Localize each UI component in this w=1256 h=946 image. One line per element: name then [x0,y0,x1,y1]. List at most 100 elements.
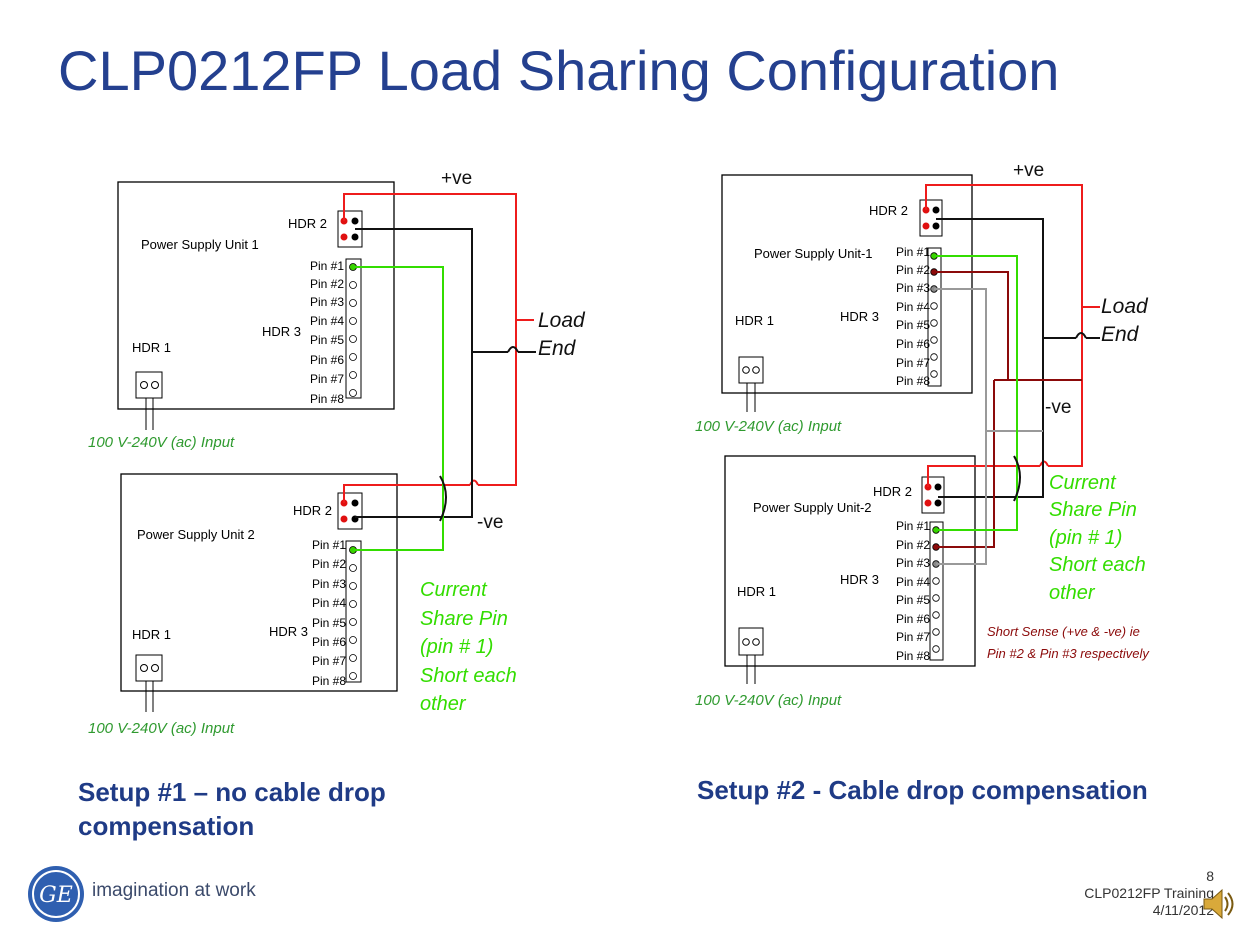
svg-text:Pin #7: Pin #7 [310,372,344,386]
svg-text:Pin #2: Pin #2 [310,277,344,291]
svg-text:Pin #2: Pin #2 [896,263,930,277]
setup1-psu1-pin-labels: Pin #1 Pin #2 Pin #3 Pin #4 Pin #5 Pin #… [310,259,344,406]
setup1-neg-label: -ve [477,512,503,533]
svg-text:Share Pin: Share Pin [420,608,508,630]
svg-text:Pin #3: Pin #3 [310,295,344,309]
svg-text:Pin #8: Pin #8 [896,649,930,663]
setup2-psu2-hdr1-label: HDR 1 [737,584,776,599]
svg-text:Pin #7: Pin #7 [896,356,930,370]
svg-text:Pin #1: Pin #1 [312,538,346,552]
svg-text:Pin #1: Pin #1 [896,519,930,533]
setup2-diagram: Power Supply Unit-1 HDR 2 HDR 3 HDR 1 Pi… [695,160,1150,709]
setup2-psu2-box [724,455,976,667]
svg-text:Pin #2 & Pin #3 respectively: Pin #2 & Pin #3 respectively [987,646,1150,661]
svg-text:Pin #1: Pin #1 [896,245,930,259]
setup1-psu2-box [120,473,398,692]
setup2-end-label: End [1101,323,1140,346]
setup1-caption-line1: Setup #1 – no cable drop [78,777,386,807]
setup1-psu2-label: Power Supply Unit 2 [137,527,255,542]
setup1-psu2-pin-holes [349,546,357,680]
svg-text:Short each: Short each [420,665,517,687]
svg-text:Pin #5: Pin #5 [310,333,344,347]
setup2-psu1-label: Power Supply Unit-1 [754,246,873,261]
svg-text:Pin #6: Pin #6 [896,337,930,351]
svg-text:Pin #4: Pin #4 [310,314,344,328]
setup1-share-note: Current Share Pin (pin # 1) Short each o… [420,579,517,715]
setup1-diagram: Power Supply Unit 1 HDR 2 HDR 3 HDR 1 Pi… [88,168,586,737]
svg-text:Share Pin: Share Pin [1049,499,1137,521]
svg-text:(pin # 1): (pin # 1) [420,636,493,658]
setup1-positive-wires [343,193,517,503]
svg-text:Current: Current [420,579,488,601]
setup1-psu2-hdr3-label: HDR 3 [269,624,308,639]
svg-text:Pin #6: Pin #6 [310,353,344,367]
svg-text:Pin #4: Pin #4 [896,575,930,589]
setup2-psu2-pin-labels: Pin #1 Pin #2 Pin #3 Pin #4 Pin #5 Pin #… [896,519,930,663]
svg-text:Pin #5: Pin #5 [312,616,346,630]
setup2-psu1-hdr3-label: HDR 3 [840,309,879,324]
setup2-sense-note: Short Sense (+ve & -ve) ie Pin #2 & Pin … [987,624,1150,661]
svg-text:Pin #3: Pin #3 [312,577,346,591]
setup1-psu1-label: Power Supply Unit 1 [141,237,259,252]
page-number: 8 [1206,868,1214,884]
svg-text:Pin #4: Pin #4 [312,596,346,610]
setup2-psu1-box [721,174,973,394]
setup1-psu1-pin-holes [349,263,357,397]
tagline: imagination at work [92,880,256,901]
setup2-load-label: Load [1101,295,1149,318]
svg-text:Pin #6: Pin #6 [312,635,346,649]
setup1-psu2-hdr2-label: HDR 2 [293,503,332,518]
setup2-positive-wires [925,184,1083,487]
svg-text:Current: Current [1049,472,1117,494]
setup1-end-label: End [538,337,577,360]
svg-text:Short Sense (+ve & -ve) ie: Short Sense (+ve & -ve) ie [987,624,1140,639]
setup1-psu1-hdr3-label: HDR 3 [262,324,301,339]
svg-text:GE: GE [39,883,73,908]
setup2-psu2-hdr2-label: HDR 2 [873,484,912,499]
setup1-pos-label: +ve [441,168,472,189]
svg-text:Pin #1: Pin #1 [310,259,344,273]
svg-text:Pin #2: Pin #2 [312,557,346,571]
setup2-psu1-hdr1-label: HDR 1 [735,313,774,328]
svg-text:Pin #5: Pin #5 [896,318,930,332]
setup2-caption: Setup #2 - Cable drop compensation [697,775,1148,805]
ge-logo: GE [28,866,84,922]
setup2-pos-label: +ve [1013,160,1044,181]
svg-text:(pin # 1): (pin # 1) [1049,527,1122,549]
setup1-psu2-hdr1-label: HDR 1 [132,627,171,642]
setup1-psu1-input-label: 100 V-240V (ac) Input [88,434,235,451]
setup2-share-wires [934,255,1018,531]
setup2-psu1-input-label: 100 V-240V (ac) Input [695,418,842,435]
svg-text:Pin #8: Pin #8 [896,374,930,388]
svg-text:Pin #7: Pin #7 [896,630,930,644]
setup1-psu1-hdr1-label: HDR 1 [132,340,171,355]
footer-date: 4/11/2012 [1152,902,1214,918]
svg-text:other: other [1049,582,1096,604]
svg-text:Pin #3: Pin #3 [896,281,930,295]
setup1-caption-line2: compensation [78,811,255,841]
svg-text:other: other [420,693,467,715]
footer-file-name: CLP0212FP Training [1084,885,1214,901]
speaker-icon[interactable] [1200,884,1234,924]
setup1-psu2-input-label: 100 V-240V (ac) Input [88,720,235,737]
setup2-neg-label: -ve [1045,397,1071,418]
setup2-share-note: Current Share Pin (pin # 1) Short each o… [1049,472,1146,604]
setup2-sense-neg-wires [934,288,1043,565]
svg-text:Pin #7: Pin #7 [312,654,346,668]
setup1-psu2-pin-labels: Pin #1 Pin #2 Pin #3 Pin #4 Pin #5 Pin #… [312,538,346,688]
svg-text:Pin #8: Pin #8 [312,674,346,688]
svg-text:Pin #6: Pin #6 [896,612,930,626]
svg-text:Pin #2: Pin #2 [896,538,930,552]
svg-text:Pin #5: Pin #5 [896,593,930,607]
setup2-sense-pos-wires [934,271,1082,548]
setup2-negative-wires [936,218,1087,498]
setup2-psu1-pin-labels: Pin #1 Pin #2 Pin #3 Pin #4 Pin #5 Pin #… [896,245,930,388]
svg-text:Short each: Short each [1049,554,1146,576]
svg-text:Pin #8: Pin #8 [310,392,344,406]
svg-text:Pin #3: Pin #3 [896,556,930,570]
setup1-psu1-box [117,181,395,410]
setup2-psu2-pin-holes [932,526,940,653]
slide-title: CLP0212FP Load Sharing Configuration [58,39,1060,102]
setup1-caption: Setup #1 – no cable drop compensation [78,775,498,843]
